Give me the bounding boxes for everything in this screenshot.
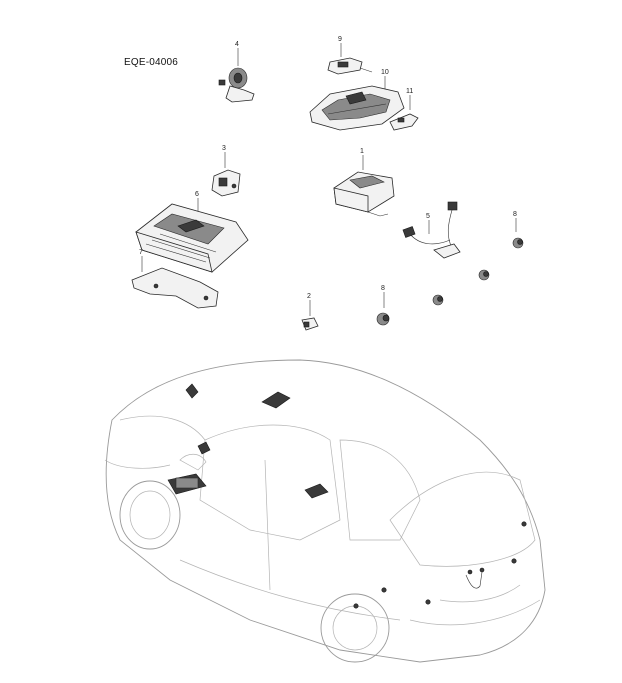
callout-1: 1 [360, 148, 364, 155]
callouts: 4 9 10 11 3 1 6 5 8 7 2 8 [139, 36, 517, 300]
part-11-trim [389, 95, 419, 131]
callout-8a: 8 [513, 211, 517, 218]
part-6-fuse-box [135, 198, 249, 273]
part-2-connector [301, 300, 319, 331]
callout-8b: 8 [381, 285, 385, 292]
part-8-sensors [376, 218, 524, 326]
part-9-module [327, 43, 373, 75]
part-1-control-unit [333, 155, 395, 217]
callout-3: 3 [222, 145, 226, 152]
part-7-plate [131, 256, 219, 309]
callout-4: 4 [235, 41, 239, 48]
callout-6: 6 [195, 191, 199, 198]
vehicle-outline [104, 359, 546, 663]
callout-11: 11 [406, 88, 413, 95]
callout-7: 7 [139, 249, 143, 256]
diagram-code: EQE-04006 [124, 57, 179, 68]
callout-5: 5 [426, 213, 430, 220]
part-10-console [309, 76, 405, 131]
part-3-bracket [211, 152, 241, 197]
part-5-harness [402, 201, 461, 259]
callout-10: 10 [381, 69, 389, 76]
callout-9: 9 [338, 36, 342, 43]
part-4-horn [218, 48, 255, 103]
vehicle-part-locations [167, 383, 527, 609]
callout-2: 2 [307, 293, 311, 300]
